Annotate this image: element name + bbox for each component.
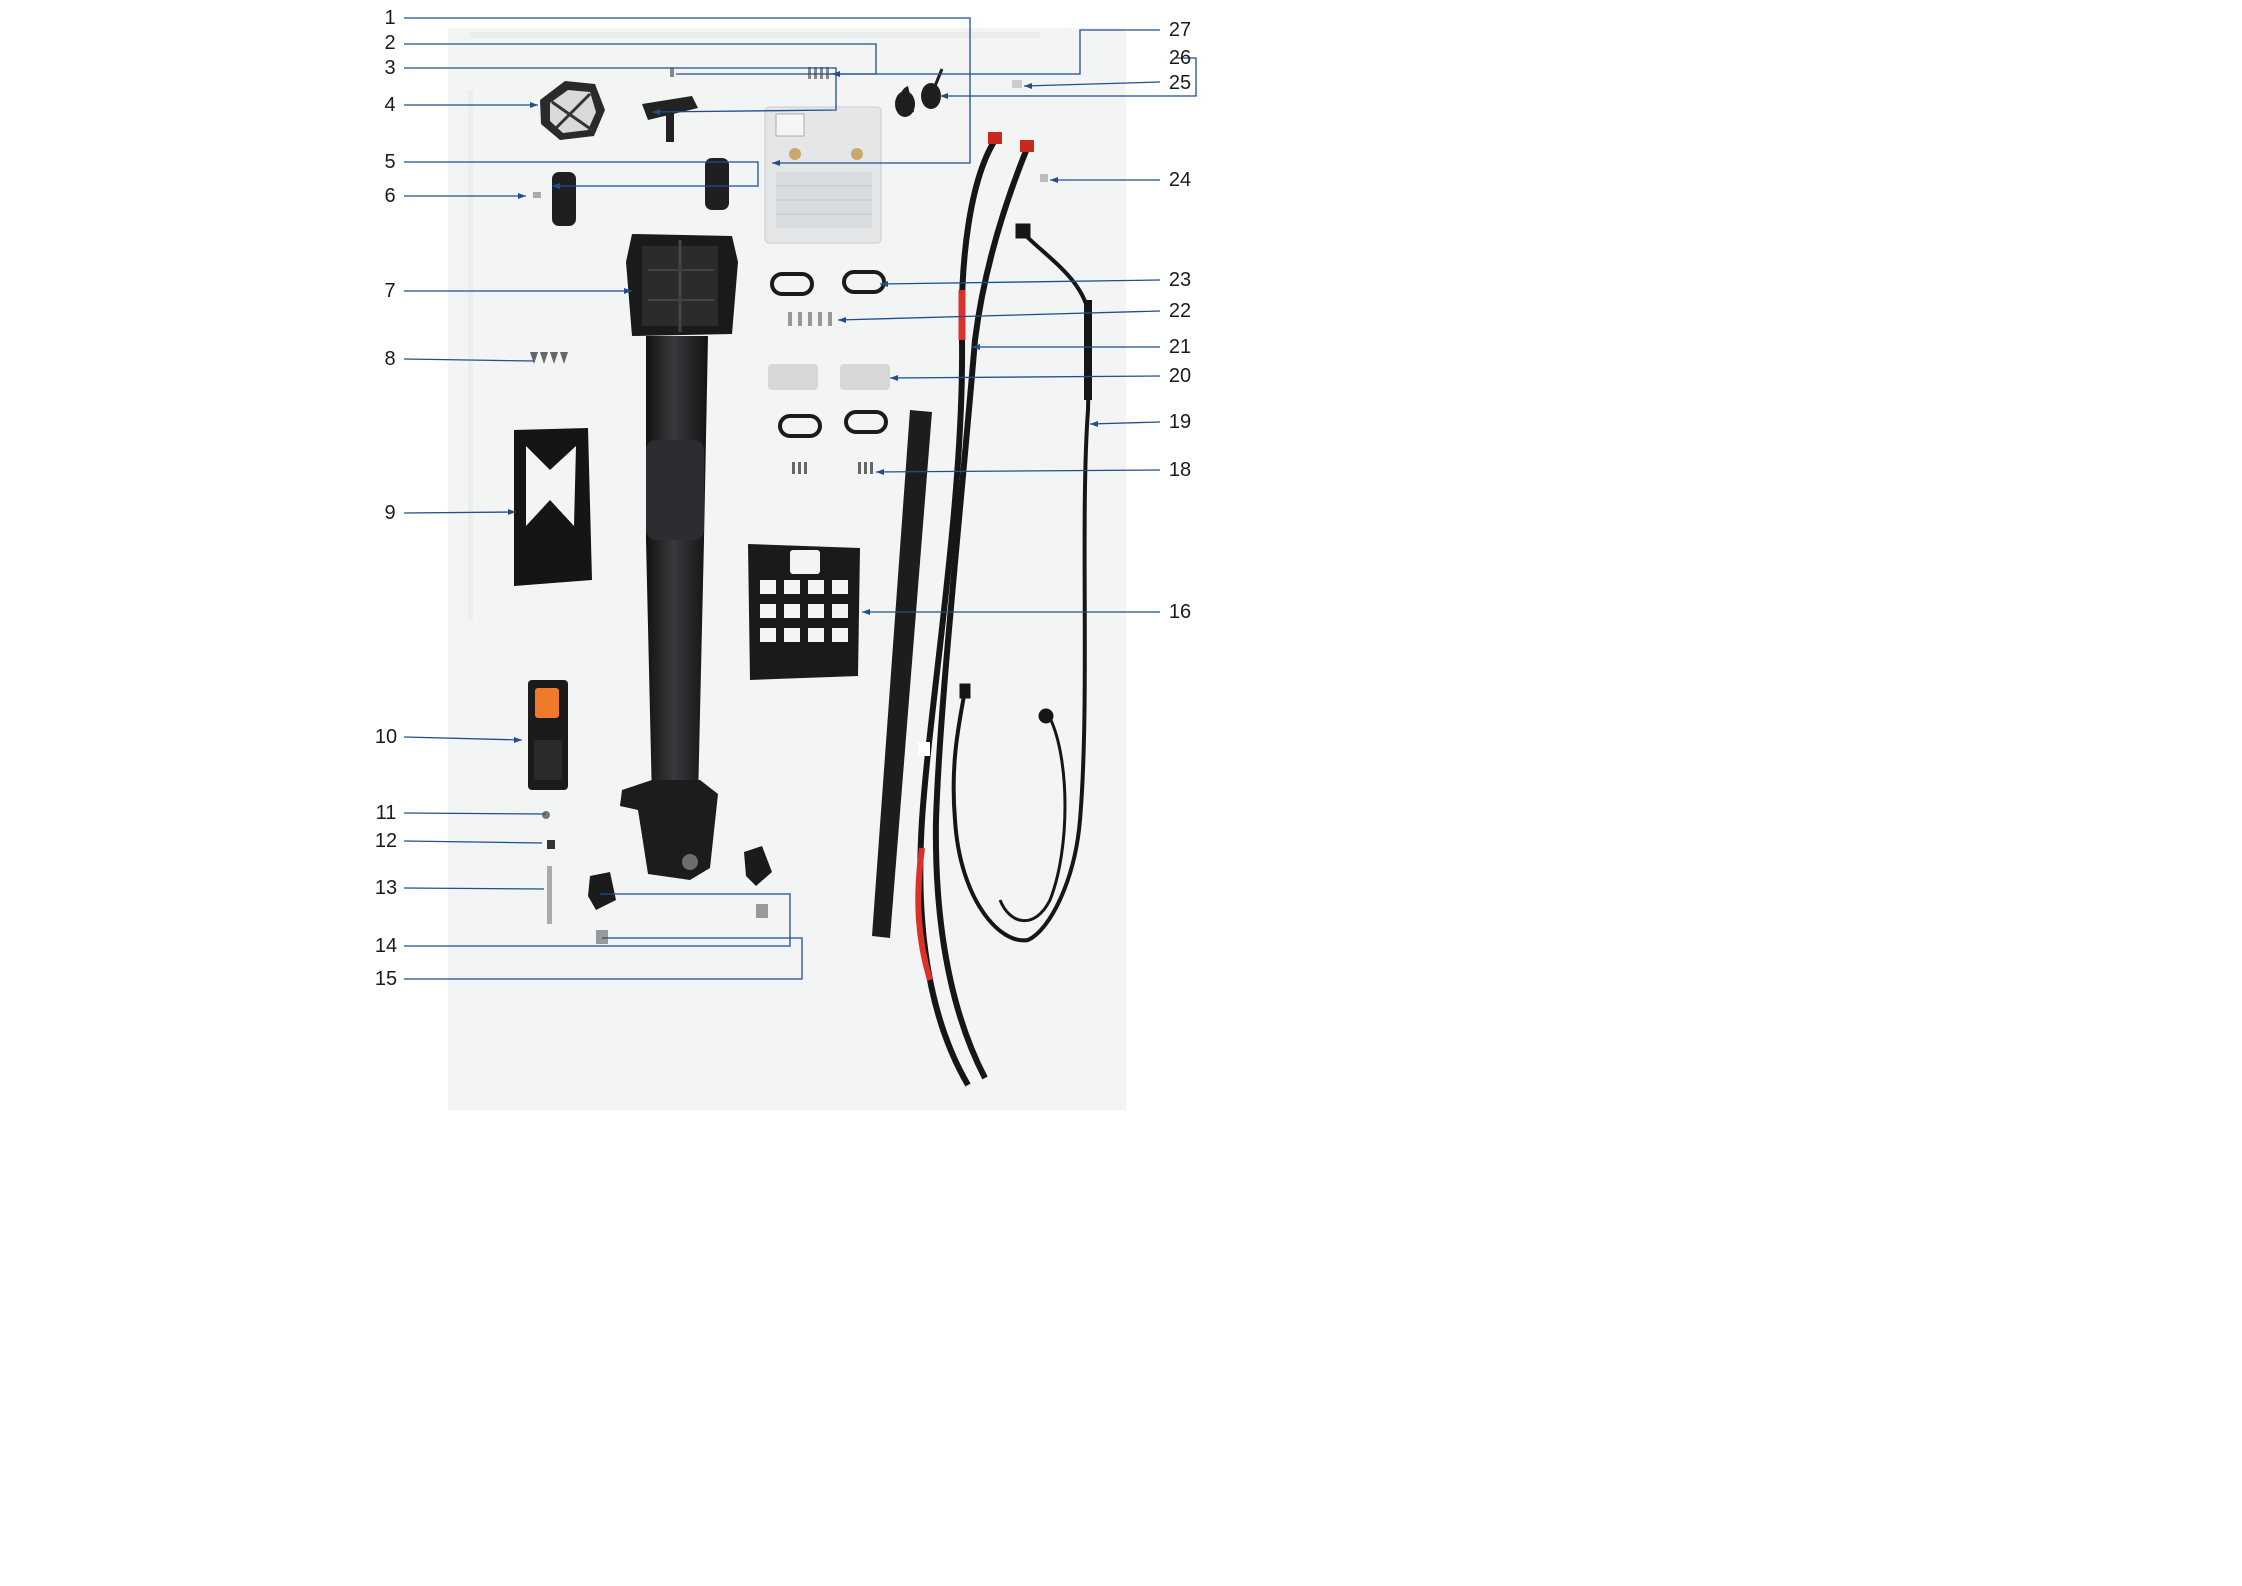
callout-8: 8: [384, 348, 396, 370]
part-19-signal-cable: [951, 223, 1093, 943]
callout-21: 21: [1168, 336, 1192, 358]
callout-5: 5: [384, 151, 396, 173]
callout-11: 11: [375, 802, 397, 824]
callout-26: 26: [1168, 47, 1192, 69]
leader-3: [404, 67, 837, 113]
callout-16: 16: [1168, 601, 1192, 623]
leader-1: [404, 17, 971, 164]
callout-4: 4: [384, 94, 396, 116]
ruler-side: [468, 90, 473, 620]
part-23-gaskets: [770, 270, 888, 438]
leader-14: [404, 893, 791, 947]
part-16-tray: [748, 544, 860, 680]
part-2-screws: [808, 67, 829, 79]
callout-24: 24: [1168, 169, 1192, 191]
callout-27: 27: [1168, 19, 1192, 41]
leader-11: [403, 812, 547, 815]
callout-12: 12: [374, 830, 398, 852]
leader-9: [403, 511, 517, 514]
leader-23: [879, 279, 1161, 285]
part-9-arm-bracket: [514, 428, 592, 586]
leader-18: [875, 469, 1161, 473]
leader-13: [403, 887, 545, 890]
leader-5: [404, 161, 759, 187]
part-24-pin: [1040, 174, 1048, 182]
part-5-cover-b: [705, 158, 729, 210]
part-11-nut: [542, 811, 550, 819]
part-22-bolts: [788, 312, 832, 326]
part-sleeve-strip: [872, 410, 932, 938]
callout-23: 23: [1168, 269, 1192, 291]
part-21-power-cable: [915, 132, 1034, 1087]
leader-15: [404, 937, 803, 980]
part-15-screws: [596, 904, 768, 944]
leader-20: [889, 375, 1161, 379]
callout-3: 3: [384, 57, 396, 79]
part-7-main-arm: [620, 234, 738, 880]
part-25-clips: [895, 68, 944, 117]
leader-27: [830, 29, 1160, 75]
callout-10: 10: [374, 726, 398, 748]
leader-12: [403, 840, 543, 844]
callout-6: 6: [384, 185, 396, 207]
callout-7: 7: [384, 280, 396, 302]
part-12-clip: [547, 840, 555, 849]
part-4-filter-cap: [540, 81, 605, 140]
callout-18: 18: [1168, 459, 1192, 481]
leader-8: [403, 358, 535, 362]
leader-10: [403, 736, 523, 741]
leader-22: [837, 310, 1161, 321]
part-8-screws: [530, 352, 568, 364]
leader-arrowheads: [508, 71, 1098, 743]
callout-14: 14: [374, 935, 398, 957]
leader-19: [1089, 421, 1161, 425]
callout-2: 2: [384, 32, 396, 54]
callout-9: 9: [384, 502, 396, 524]
leader-lines: [403, 17, 1197, 980]
callout-25: 25: [1168, 72, 1192, 94]
leader-26: [940, 57, 1197, 97]
part-5-cover-a: [552, 172, 576, 226]
callout-15: 15: [374, 968, 398, 990]
leader-25: [1023, 81, 1161, 87]
part-10-folding-latch: [528, 680, 568, 790]
part-3-screw: [670, 68, 674, 77]
part-6-screw: [533, 192, 541, 198]
part-13-pin: [547, 866, 552, 924]
parts-diagram: [403, 17, 1197, 1110]
part-1-control-plate: [764, 106, 882, 244]
part-14-sleeves: [588, 846, 772, 910]
callout-1: 1: [384, 7, 396, 29]
callout-22: 22: [1168, 300, 1192, 322]
part-26-bracket: [1012, 80, 1022, 88]
callout-13: 13: [374, 877, 398, 899]
part-3-tee-handle: [642, 96, 698, 142]
callout-19: 19: [1168, 411, 1192, 433]
callout-20: 20: [1168, 365, 1192, 387]
part-18-screws: [792, 462, 873, 474]
ruler-top: [470, 32, 1040, 38]
part-20-seal-plates: [768, 364, 890, 390]
